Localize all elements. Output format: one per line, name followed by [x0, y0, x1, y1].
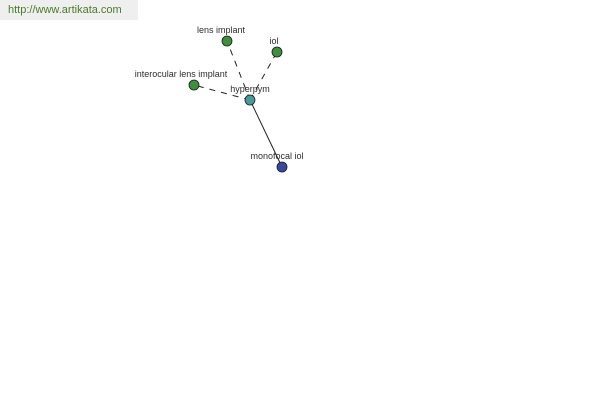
- node-hyperpym-dot[interactable]: [244, 94, 256, 106]
- node-monofocal-iol-dot[interactable]: [276, 161, 288, 173]
- node-hyperpym[interactable]: hyperpym: [230, 84, 270, 106]
- node-lens-implant-dot[interactable]: [221, 35, 233, 47]
- edge-interocular-lens-implant: [193, 84, 251, 101]
- node-iol-label[interactable]: iol: [269, 36, 278, 46]
- node-lens-implant[interactable]: lens implant: [197, 25, 246, 47]
- node-interocular-lens-implant-dot[interactable]: [188, 79, 200, 91]
- edge-monofocal-iol: [249, 99, 283, 168]
- node-monofocal-iol-label[interactable]: monofocal iol: [250, 151, 303, 161]
- node-lens-implant-label[interactable]: lens implant: [197, 25, 246, 35]
- node-iol[interactable]: iol: [269, 36, 283, 58]
- edge-lens-implant: [226, 40, 251, 101]
- node-interocular-lens-implant-label[interactable]: interocular lens implant: [135, 69, 228, 79]
- node-monofocal-iol[interactable]: monofocal iol: [250, 151, 304, 173]
- node-iol-dot[interactable]: [271, 46, 283, 58]
- edge-iol: [249, 51, 278, 101]
- node-hyperpym-label[interactable]: hyperpym: [230, 84, 270, 94]
- node-interocular-lens-implant[interactable]: interocular lens implant: [135, 69, 228, 91]
- source-url-link[interactable]: http://www.artikata.com: [8, 4, 122, 16]
- source-url-bar: http://www.artikata.com: [0, 0, 138, 20]
